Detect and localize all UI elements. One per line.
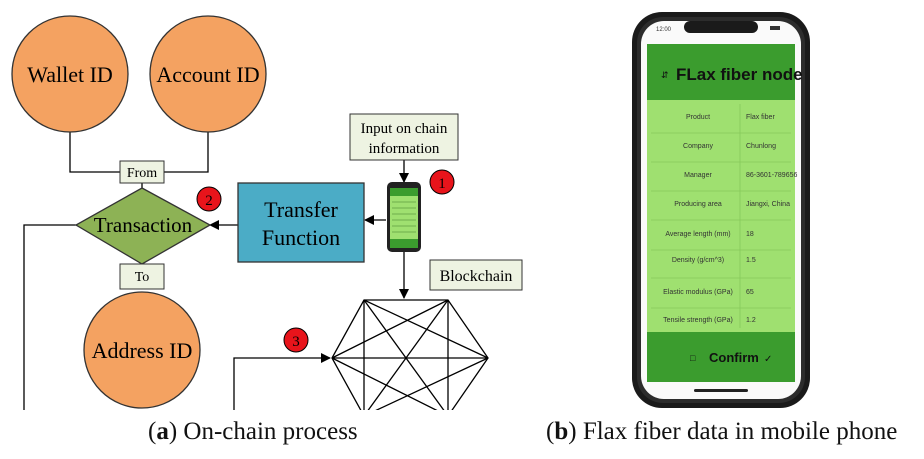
caption-b: (b) Flax fiber data in mobile phone [546, 418, 898, 445]
row-label: Product [686, 114, 710, 121]
transaction-label: Transaction [94, 213, 193, 237]
small-phone-icon [387, 182, 421, 252]
app-title: FLax fiber node [676, 65, 803, 84]
row-label: Tensile strength (GPa) [663, 317, 733, 324]
confirm-icon: □ [690, 353, 696, 363]
marker-1-label: 1 [438, 176, 446, 192]
account-id-node: Account ID [149, 15, 267, 133]
app-node-icon: ⇵ [661, 70, 669, 80]
wallet-id-label: Wallet ID [27, 62, 113, 87]
row-label: Producing area [674, 201, 722, 208]
marker-3: 3 [283, 327, 309, 353]
caption-a-text: On-chain process [177, 418, 358, 445]
row-label: Manager [684, 172, 712, 179]
blockchain-box: Blockchain [429, 259, 523, 291]
marker-1: 1 [429, 169, 455, 195]
confirm-label[interactable]: Confirm [709, 350, 759, 365]
confirm-bar[interactable] [647, 332, 795, 382]
row-label: Elastic modulus (GPa) [663, 289, 733, 296]
row-label: Average length (mm) [665, 231, 730, 238]
input-info-box: Input on chain information [349, 113, 459, 161]
transaction-node: Transaction [74, 187, 212, 265]
blockchain-network-icon [331, 299, 489, 410]
battery-icon [770, 26, 780, 30]
row-value: 18 [746, 231, 754, 238]
caption-b-letter: b [554, 418, 569, 445]
caption-a-letter: a [156, 418, 169, 445]
row-value: Flax fiber [746, 114, 775, 121]
wallet-id-node: Wallet ID [11, 15, 129, 133]
phone-notch [684, 21, 758, 33]
home-indicator [694, 389, 748, 392]
input-label-line2: information [369, 141, 440, 157]
row-value: 86-3601-789656 [746, 172, 797, 179]
row-value: Chunlong [746, 143, 776, 150]
transfer-label-line2: Function [262, 225, 340, 250]
caption-b-text: Flax fiber data in mobile phone [576, 418, 898, 445]
input-label-line1: Input on chain [361, 121, 448, 137]
connector-lines [23, 132, 409, 410]
marker-2-label: 2 [205, 193, 213, 209]
check-icon: ✓ [764, 354, 772, 365]
caption-a: (a) On-chain process [148, 418, 358, 445]
transfer-function-node: Transfer Function [237, 182, 365, 263]
to-label: To [135, 270, 150, 285]
row-value: 65 [746, 289, 754, 296]
transfer-label-line1: Transfer [264, 197, 338, 222]
row-value: 1.2 [746, 317, 756, 324]
address-id-node: Address ID [83, 291, 201, 409]
account-id-label: Account ID [156, 62, 259, 87]
marker-3-label: 3 [292, 334, 300, 350]
marker-2: 2 [196, 186, 222, 212]
blockchain-label: Blockchain [440, 268, 513, 285]
row-value: 1.5 [746, 257, 756, 264]
to-box: To [119, 263, 165, 290]
row-label: Company [683, 143, 713, 150]
address-id-label: Address ID [92, 338, 193, 363]
diagram-canvas: Wallet ID Account ID Address ID Transact… [11, 12, 810, 410]
row-label: Density (g/cm^3) [672, 257, 724, 264]
mobile-phone: 12:00 ⇵ FLax fiber node Product Flax fibe… [632, 12, 810, 408]
row-value: Jiangxi, China [746, 201, 790, 208]
from-label: From [127, 166, 157, 181]
from-box: From [119, 160, 165, 184]
status-time: 12:00 [656, 27, 672, 33]
